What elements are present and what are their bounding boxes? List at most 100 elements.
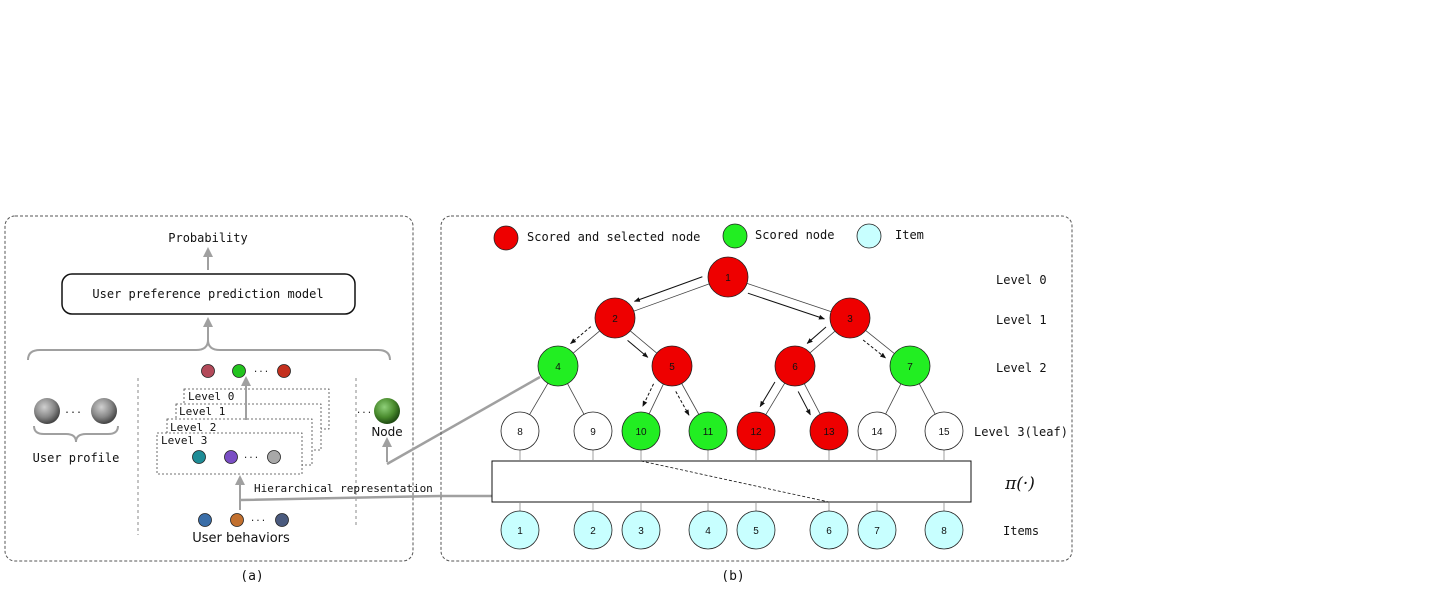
item-node-circle [573, 510, 613, 550]
item-node-circle [924, 510, 964, 550]
model-label: User preference prediction model [92, 287, 323, 301]
tree-edge [765, 382, 786, 415]
tree-node-circle [736, 411, 776, 451]
tree-node-7: 7 [889, 345, 931, 387]
tree-node-circle [621, 411, 661, 451]
behaviors-ellipsis: ... [250, 514, 266, 524]
legend-item-label: Item [895, 228, 924, 242]
connector-hier-to-pi [239, 494, 492, 502]
tree-node-label: 2 [612, 314, 618, 325]
item-node-label: 7 [874, 526, 880, 537]
tree-node-circle [688, 411, 728, 451]
search-arrow [675, 391, 690, 416]
search-arrow [627, 339, 649, 358]
legend-selected-swatch [493, 225, 519, 251]
item-node-label: 6 [826, 526, 832, 537]
tree-node-label: 8 [517, 427, 523, 438]
tree-node-circle [924, 411, 964, 451]
tree-node-13: 13 [809, 411, 849, 451]
search-arrow [633, 276, 703, 302]
tree-node-10: 10 [621, 411, 661, 451]
tree-node-circle [500, 411, 540, 451]
search-arrow [797, 391, 811, 416]
tree-node-4: 4 [537, 345, 579, 387]
tree-node-circle [774, 345, 816, 387]
tree-node-15: 15 [924, 411, 964, 451]
model-box [61, 273, 356, 315]
tree-level-1-label: Level 1 [996, 313, 1047, 327]
behavior-dot-3 [275, 513, 289, 527]
tree-node-circle [573, 411, 613, 451]
tree-edge [630, 330, 657, 354]
tree-node-label: 11 [703, 427, 714, 438]
behavior-dot-2 [230, 513, 244, 527]
tree-edge [885, 383, 902, 415]
search-arrow [747, 292, 825, 320]
item-node-5: 5 [736, 510, 776, 550]
probability-label: Probability [168, 231, 247, 245]
item-node-label: 1 [517, 526, 523, 537]
tree-edge [573, 330, 600, 354]
user-behaviors-label: User behaviors [192, 531, 290, 546]
tree-node-label: 3 [847, 314, 853, 325]
search-arrow [570, 326, 592, 345]
tree-node-label: 9 [590, 427, 596, 438]
tree-node-circle [889, 345, 931, 387]
tree-node-circle [651, 345, 693, 387]
node-label: Node [371, 425, 402, 439]
tree-node-11: 11 [688, 411, 728, 451]
level-2-label: Level 2 [170, 421, 216, 434]
user-profile-label: User profile [33, 451, 120, 465]
behavior-dot-1 [198, 513, 212, 527]
profile-brace [33, 425, 119, 443]
legend-item-swatch [856, 223, 882, 249]
tree-edges [519, 276, 945, 511]
item-node-label: 4 [705, 526, 711, 537]
node-ellipsis: ... [356, 406, 372, 416]
tree-edge [648, 383, 664, 415]
item-node-circle [688, 510, 728, 550]
tree-edge [567, 383, 585, 415]
tree-node-label: 4 [555, 362, 561, 373]
tree-node-9: 9 [573, 411, 613, 451]
connector-node-to-tree [386, 375, 541, 466]
tree-node-circle [809, 411, 849, 451]
tree-node-circle [829, 297, 871, 339]
panel-a: Probability User preference prediction m… [4, 215, 433, 584]
panel-b: Scored and selected node Scored node Ite… [440, 215, 1073, 584]
item-node-label: 8 [941, 526, 947, 537]
search-arrow [862, 339, 887, 359]
tree-node-label: 15 [938, 427, 950, 438]
tree-node-circle [857, 411, 897, 451]
panel-b-border [440, 215, 1073, 562]
profile-sphere-1 [34, 398, 60, 424]
item-node-circle [621, 510, 661, 550]
level-3-label: Level 3 [161, 434, 207, 447]
level-3-dot-1 [192, 450, 206, 464]
tree-node-1: 1 [707, 256, 749, 298]
tree-edge [809, 330, 836, 354]
tree-node-6: 6 [774, 345, 816, 387]
tree-node-label: 6 [792, 362, 798, 373]
tree-node-14: 14 [857, 411, 897, 451]
item-node-circle [736, 510, 776, 550]
caption-a: (a) [240, 569, 263, 584]
tree-edge [918, 383, 936, 415]
tree-edge [529, 383, 549, 415]
tree-level-2-label: Level 2 [996, 361, 1047, 375]
top-brace [27, 339, 391, 361]
tree-edge [681, 383, 700, 415]
search-arrow [806, 326, 827, 344]
tree-node-5: 5 [651, 345, 693, 387]
search-arrow [642, 383, 654, 407]
pi-mapping-line [640, 460, 830, 503]
tree-edge [746, 282, 832, 313]
tree-node-label: 7 [907, 362, 913, 373]
hier-output-dot-3 [277, 364, 291, 378]
tree-node-label: 14 [871, 427, 883, 438]
item-node-circle [500, 510, 540, 550]
node-sphere [374, 398, 400, 424]
level-3-dot-3 [267, 450, 281, 464]
